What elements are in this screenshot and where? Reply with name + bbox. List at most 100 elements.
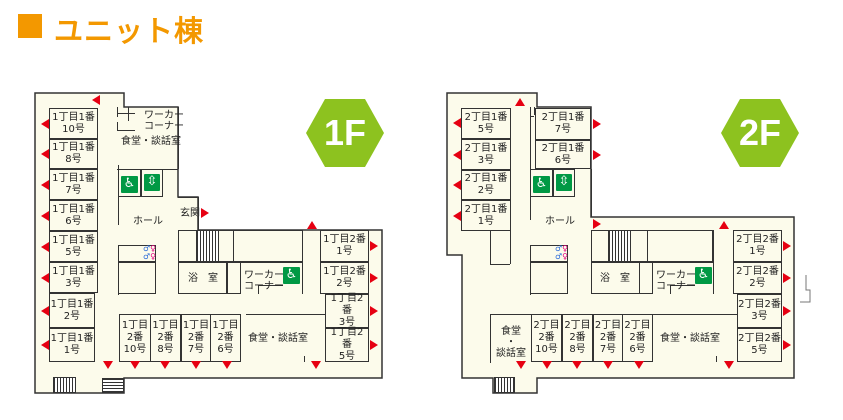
wall xyxy=(118,165,119,225)
room-1f[interactable]: 1丁目1番 10号 xyxy=(49,108,98,139)
exit-arrow-icon xyxy=(92,95,100,105)
wall xyxy=(591,169,592,217)
room-1f[interactable]: 1丁目 2番 7号 xyxy=(181,314,211,362)
hexagon-icon xyxy=(721,99,799,167)
label-dining-room: 食堂・談話室 xyxy=(248,333,308,344)
exit-arrow-icon xyxy=(370,241,378,251)
room-1f[interactable]: 1丁目1番 5号 xyxy=(49,231,98,262)
bath-annex xyxy=(639,262,653,294)
room-1f[interactable]: 1丁目1番 3号 xyxy=(49,262,98,293)
label-dining-room: 食堂・談話室 xyxy=(660,333,720,344)
exit-arrow-icon xyxy=(783,340,791,350)
wheelchair-toilet-icon: ♿ xyxy=(533,176,550,193)
exit-arrow-icon xyxy=(370,340,378,350)
elevator-icon: ⇳ xyxy=(556,174,572,191)
room-2f[interactable]: 2丁目1番 2号 xyxy=(461,170,511,200)
exit-arrow-icon xyxy=(41,179,49,190)
exit-arrow-icon xyxy=(515,98,525,106)
room-2f[interactable]: 2丁目1番 7号 xyxy=(535,108,591,140)
storage xyxy=(233,230,303,262)
exit-arrow-icon xyxy=(453,150,461,160)
floor-badge-1f: 1F xyxy=(306,99,384,167)
elevator-icon: ⇳ xyxy=(144,174,160,191)
exit-arrow-icon xyxy=(41,340,49,350)
wall xyxy=(652,262,713,263)
label-bath: 浴 室 xyxy=(188,273,218,284)
room-1f[interactable]: 1丁目 2番 8号 xyxy=(150,314,181,362)
page-title: ユニット棟 xyxy=(54,14,205,48)
exit-arrow-icon xyxy=(41,241,49,252)
stairs-icon xyxy=(494,377,515,393)
exit-arrow-icon xyxy=(307,221,317,229)
toilet-room xyxy=(118,245,156,262)
room-2f[interactable]: 2丁目 2番 7号 xyxy=(593,314,623,362)
wall xyxy=(240,314,241,362)
label-hall: ホール xyxy=(133,216,163,227)
wall xyxy=(128,107,129,121)
label-dining-room: 食堂 ・ 談話室 xyxy=(496,326,526,359)
wall xyxy=(240,262,241,294)
wall xyxy=(240,262,302,263)
room-1f[interactable]: 1丁目2番 1号 xyxy=(320,230,369,262)
wall xyxy=(178,197,198,198)
stairs-icon xyxy=(53,377,76,393)
exit-arrow-icon xyxy=(719,221,729,229)
room-2f[interactable]: 2丁目 2番 6号 xyxy=(622,314,653,362)
exit-arrow-icon xyxy=(311,361,321,369)
room-2f[interactable]: 2丁目1番 5号 xyxy=(461,108,511,139)
room-2f[interactable]: 2丁目2番 1号 xyxy=(733,230,782,262)
room-2f[interactable]: 2丁目2番 2号 xyxy=(733,262,782,294)
wall xyxy=(117,107,118,117)
stairs-icon xyxy=(608,230,631,262)
stairs-icon xyxy=(196,230,219,262)
wheelchair-toilet-icon: ♿ xyxy=(121,176,138,193)
room-2f[interactable]: 2丁目1番 1号 xyxy=(461,200,511,231)
wall xyxy=(716,356,717,362)
room-1f[interactable]: 1丁目1番 2号 xyxy=(49,293,95,328)
room-1f[interactable]: 1丁目1番 6号 xyxy=(49,200,98,231)
exit-arrow-icon xyxy=(453,180,461,190)
bath-room xyxy=(178,262,227,294)
wall xyxy=(117,113,135,114)
exit-arrow-icon xyxy=(370,306,378,316)
floor-badge-2f: 2F xyxy=(721,99,799,167)
label-entrance: 玄関 xyxy=(180,208,200,219)
exit-arrow-icon xyxy=(370,273,378,283)
wall xyxy=(670,285,695,286)
room-2f[interactable]: 2丁目 2番 10号 xyxy=(531,314,562,362)
room-1f[interactable]: 1丁目2番 2号 xyxy=(320,262,369,294)
room-2f[interactable]: 2丁目1番 3号 xyxy=(461,139,511,170)
wall xyxy=(713,230,714,294)
toilet-room xyxy=(530,262,568,294)
room-2f[interactable]: 2丁目1番 6号 xyxy=(535,140,591,169)
wall xyxy=(258,285,259,294)
exit-arrow-icon xyxy=(572,361,582,369)
exit-arrow-icon xyxy=(41,210,49,221)
floor-badge-label: 2F xyxy=(738,112,781,153)
wall xyxy=(117,122,118,131)
room-2f[interactable]: 2丁目 2番 8号 xyxy=(562,314,593,362)
room-1f[interactable]: 1丁目1番 8号 xyxy=(49,139,98,169)
room-2f[interactable]: 2丁目2番 3号 xyxy=(737,294,782,328)
wall xyxy=(510,231,511,264)
hexagon-icon xyxy=(306,99,384,167)
wall xyxy=(647,230,648,262)
room-2f[interactable]: 2丁目2番 5号 xyxy=(737,328,782,362)
wheelchair-toilet-icon: ♿ xyxy=(283,267,300,284)
label-worker-corner: ワーカー コーナー xyxy=(244,270,284,292)
room-1f[interactable]: 1丁目2番 5号 xyxy=(325,327,369,362)
wall xyxy=(178,107,179,169)
room-1f[interactable]: 1丁目 2番 10号 xyxy=(119,314,151,362)
exit-arrow-icon xyxy=(593,119,601,129)
label-worker-corner: ワーカー コーナー xyxy=(656,270,696,292)
label-dining-room: 食堂・談話室 xyxy=(121,136,181,147)
room-1f[interactable]: 1丁目2番 3号 xyxy=(325,293,369,328)
label-hall: ホール xyxy=(545,216,575,227)
restroom-icon: ♂♀♂♀ xyxy=(555,244,569,261)
wall xyxy=(670,285,671,294)
label-bath: 浴 室 xyxy=(600,273,630,284)
exit-arrow-icon xyxy=(783,306,791,316)
room-1f[interactable]: 1丁目1番 7号 xyxy=(49,169,98,200)
room-1f[interactable]: 1丁目1番 1号 xyxy=(49,328,95,362)
room-1f[interactable]: 1丁目 2番 6号 xyxy=(210,314,241,362)
